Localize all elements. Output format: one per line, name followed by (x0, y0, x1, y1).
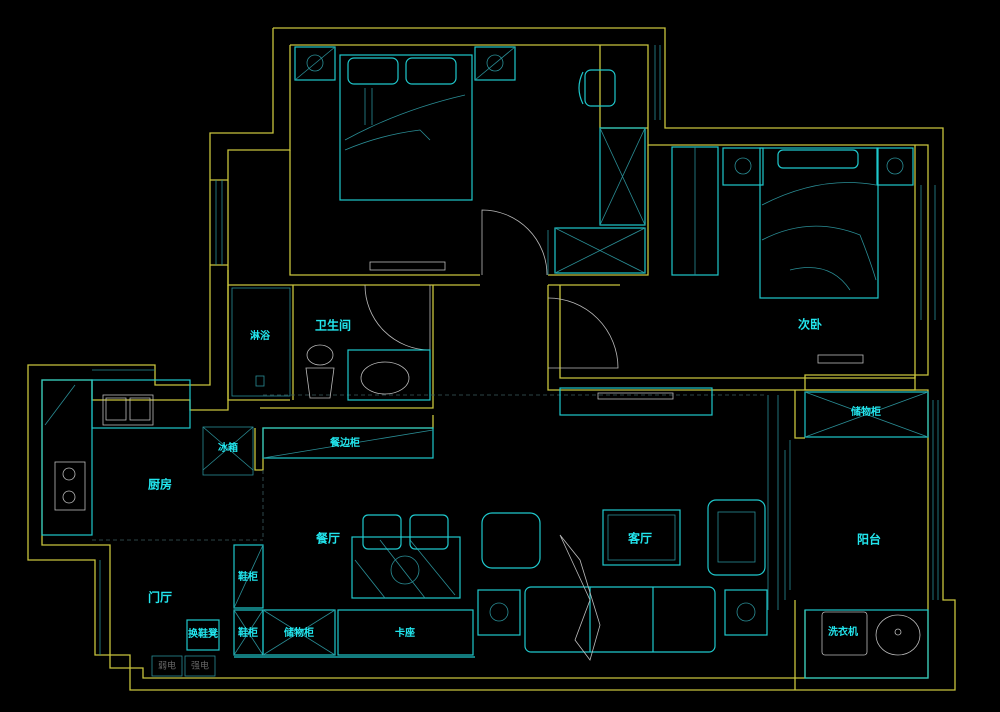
room-label-foyer: 门厅 (148, 590, 172, 605)
room-label-living: 客厅 (627, 531, 652, 546)
nightstand (722, 147, 764, 186)
sideboard-label: 餐边柜 (329, 436, 360, 449)
balcony-storage-label: 储物柜 (850, 405, 881, 418)
dining-chair (362, 514, 449, 550)
shoe-cabinet: 鞋柜 (233, 544, 264, 609)
washing-machine[interactable]: 洗衣机 (821, 611, 868, 656)
nightstand (294, 46, 336, 81)
room-label-balcony: 阳台 (857, 532, 881, 547)
fridge-label: 冰箱 (218, 441, 238, 454)
room-label-second-bedroom: 次卧 (798, 317, 822, 332)
electrical-panels: 弱电 强电 (151, 655, 216, 677)
tv-stand (369, 261, 446, 271)
fridge: 冰箱 (202, 426, 254, 476)
shoe-bench: 换鞋凳 (186, 619, 220, 651)
tv (597, 392, 674, 400)
nightstand (876, 147, 914, 186)
desk-chair (578, 69, 616, 107)
sideboard: 餐边柜 (262, 427, 434, 459)
side-table (477, 589, 768, 636)
second-bed (759, 147, 879, 299)
stove[interactable] (54, 461, 86, 511)
weak-current-panel-label: 弱电 (158, 660, 176, 672)
balcony-storage: 储物柜 (804, 391, 929, 438)
sofa (524, 534, 716, 661)
room-label-kitchen: 厨房 (148, 477, 172, 492)
booth-seat: 卡座 (337, 609, 474, 656)
tv-stand (817, 354, 864, 364)
wardrobe (671, 146, 719, 276)
booth-seat-label: 卡座 (395, 626, 415, 639)
room-label-bathroom: 卫生间 (315, 318, 351, 333)
shower (231, 287, 291, 397)
armchair (707, 499, 766, 576)
kitchen-counter (41, 379, 191, 536)
toilet[interactable] (305, 344, 335, 399)
coffee-table (602, 509, 681, 566)
doors[interactable] (364, 209, 619, 369)
dining-table (351, 536, 461, 599)
shoe-cabinet: 鞋柜 (233, 609, 264, 656)
laundry-area (804, 609, 929, 679)
wardrobe (554, 127, 646, 274)
sink[interactable] (347, 349, 431, 401)
exterior-walls (27, 27, 956, 691)
shoe-cabinet-label: 鞋柜 (238, 570, 258, 583)
nightstand (474, 46, 516, 81)
laundry-sink[interactable] (875, 614, 921, 656)
storage-cabinet-label: 储物柜 (283, 626, 314, 639)
washing-machine-label: 洗衣机 (828, 625, 858, 638)
master-bed (339, 54, 473, 201)
room-label-dining: 餐厅 (316, 531, 340, 546)
ottoman (481, 512, 541, 569)
room-label-shower: 淋浴 (250, 329, 271, 342)
strong-current-panel-label: 强电 (191, 660, 209, 672)
shoe-bench-label: 换鞋凳 (188, 627, 218, 640)
tv-cabinet (559, 387, 713, 416)
storage-cabinet: 储物柜 (262, 609, 336, 656)
shoe-cabinet-label: 鞋柜 (238, 626, 258, 639)
interior-walls (92, 45, 939, 690)
